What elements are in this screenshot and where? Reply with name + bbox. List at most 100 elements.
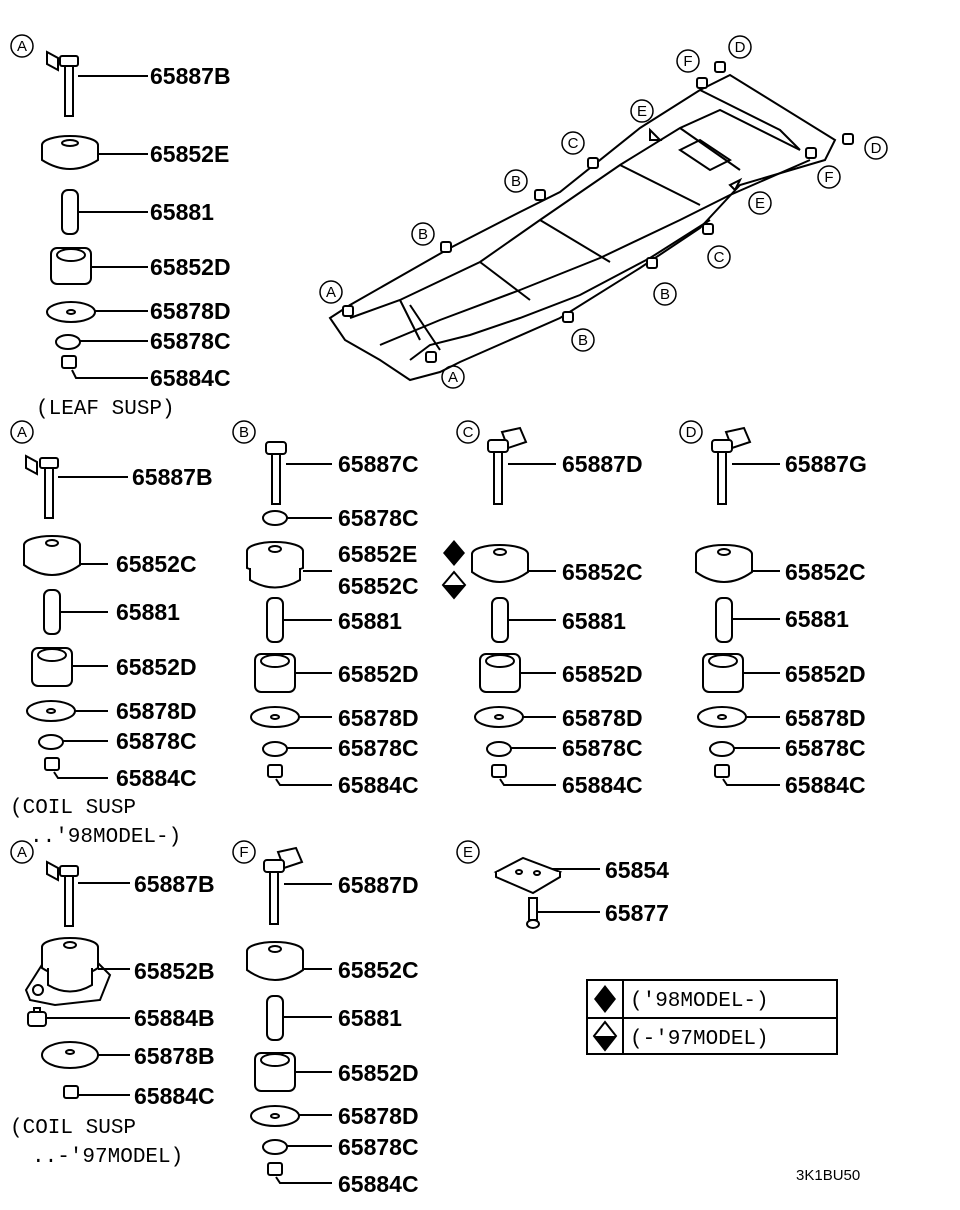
part-65887C: 65887C bbox=[338, 451, 419, 477]
svg-text:F: F bbox=[683, 53, 692, 70]
section-bot-f: F 65887D 65852C 65881 bbox=[232, 840, 419, 1197]
open-diamond-icon bbox=[592, 1020, 618, 1052]
svg-text:A: A bbox=[17, 38, 27, 55]
nut-icon bbox=[61, 355, 77, 369]
part-65878C: 65878C bbox=[338, 505, 419, 531]
part-65887B: 65887B bbox=[150, 63, 231, 89]
solid-diamond-icon bbox=[443, 540, 465, 566]
frame-marker-a-left: A bbox=[319, 280, 343, 304]
lower-cushion-icon bbox=[31, 647, 73, 687]
part-65852D: 65852D bbox=[785, 661, 866, 687]
part-65878D: 65878D bbox=[785, 705, 866, 731]
part-65878D: 65878D bbox=[338, 705, 419, 731]
part-65884C: 65884C bbox=[562, 772, 643, 798]
part-65881: 65881 bbox=[338, 608, 402, 634]
caption-coil-susp: (COIL SUSP bbox=[10, 1117, 136, 1140]
part-65877: 65877 bbox=[605, 900, 669, 926]
part-65884C: 65884C bbox=[338, 772, 419, 798]
section-mid-c: C 65887D 65852C 65881 bbox=[456, 420, 643, 798]
bolt-icon bbox=[263, 846, 304, 925]
small-washer-icon bbox=[709, 741, 735, 757]
svg-text:C: C bbox=[463, 424, 474, 441]
bolt-icon bbox=[711, 426, 752, 505]
svg-text:E: E bbox=[463, 844, 473, 861]
part-65852D: 65852D bbox=[338, 661, 419, 687]
svg-text:F: F bbox=[824, 169, 833, 186]
part-65852C: 65852C bbox=[785, 559, 866, 585]
cushion-icon bbox=[471, 544, 529, 583]
svg-text:B: B bbox=[578, 332, 588, 349]
reference-code: 3K1BU50 bbox=[796, 1167, 860, 1184]
small-washer-icon bbox=[262, 1139, 288, 1155]
part-65878D: 65878D bbox=[338, 1103, 419, 1129]
section-marker: A bbox=[10, 840, 34, 864]
chassis-frame bbox=[328, 73, 837, 382]
nut-icon bbox=[491, 764, 507, 778]
svg-text:F: F bbox=[239, 844, 248, 861]
lower-cushion-icon bbox=[254, 1052, 296, 1092]
part-65878C: 65878C bbox=[785, 735, 866, 761]
collar-icon bbox=[715, 597, 733, 643]
part-65852D: 65852D bbox=[338, 1060, 419, 1086]
cushion-icon bbox=[23, 535, 81, 576]
svg-text:D: D bbox=[735, 39, 746, 56]
svg-text:A: A bbox=[448, 369, 458, 386]
section-marker: D bbox=[679, 420, 703, 444]
legend: ('98MODEL-) (-'97MODEL) bbox=[586, 979, 838, 1055]
plate-icon bbox=[493, 856, 563, 895]
section-mid-d: D 65887G 65852C 65881 bbox=[679, 420, 867, 798]
collar-icon bbox=[491, 597, 509, 643]
svg-text:D: D bbox=[871, 140, 882, 157]
frame-marker-f-right: F bbox=[817, 165, 841, 189]
frame-marker-c-right: C bbox=[707, 245, 731, 269]
part-65852C: 65852C bbox=[116, 551, 197, 577]
cushion-icon bbox=[41, 135, 99, 170]
part-65881: 65881 bbox=[338, 1005, 402, 1031]
part-65881: 65881 bbox=[562, 608, 626, 634]
part-65887D: 65887D bbox=[338, 872, 419, 898]
part-65878C: 65878C bbox=[338, 1134, 419, 1160]
svg-text:D: D bbox=[686, 424, 697, 441]
lower-cushion-icon bbox=[254, 653, 296, 693]
section-mid-a: A 65887B 65852C 65881 bbox=[10, 420, 213, 849]
lower-cushion-icon bbox=[702, 653, 744, 693]
washer-icon bbox=[26, 700, 76, 722]
part-65854: 65854 bbox=[605, 857, 669, 883]
washer-icon bbox=[250, 1105, 300, 1127]
bolt-icon bbox=[265, 441, 287, 505]
section-marker: E bbox=[456, 840, 480, 864]
svg-text:E: E bbox=[755, 195, 765, 212]
screw-icon bbox=[526, 897, 540, 929]
part-65884B: 65884B bbox=[134, 1005, 215, 1031]
part-65878D: 65878D bbox=[116, 698, 197, 724]
lower-cushion-icon bbox=[479, 653, 521, 693]
section-bot-a: A 65887B 65852B 65884B 65878B 65884C bbox=[10, 840, 215, 1169]
nut-icon bbox=[44, 757, 60, 771]
part-65852B: 65852B bbox=[134, 958, 215, 984]
svg-text:B: B bbox=[511, 173, 521, 190]
collar-icon bbox=[43, 589, 61, 635]
section-marker: A bbox=[10, 34, 34, 58]
part-65852C-97: 65852C bbox=[338, 573, 419, 599]
small-washer-icon bbox=[486, 741, 512, 757]
frame-bushings bbox=[342, 61, 854, 363]
part-65852E: 65852E bbox=[150, 141, 229, 167]
legend-97-model: (-'97MODEL) bbox=[630, 1028, 769, 1051]
part-65884C: 65884C bbox=[150, 365, 231, 391]
nut-icon bbox=[267, 764, 283, 778]
part-65887B: 65887B bbox=[132, 464, 213, 490]
frame-markers: D F E C B B A A D F E C B B bbox=[319, 35, 888, 389]
solid-diamond-icon bbox=[594, 985, 616, 1013]
bolt-b-icon bbox=[27, 1007, 47, 1027]
frame-marker-b-right2: B bbox=[571, 328, 595, 352]
nut-icon bbox=[267, 1162, 283, 1176]
part-65852E-98: 65852E bbox=[338, 541, 417, 567]
section-bot-e: E 65854 65877 bbox=[456, 840, 669, 929]
collar-icon bbox=[266, 995, 284, 1041]
small-washer-icon bbox=[262, 741, 288, 757]
section-mid-b: B 65887C 65878C bbox=[232, 420, 467, 798]
section-marker: F bbox=[232, 840, 256, 864]
caption-98-model: ..'98MODEL-) bbox=[30, 826, 181, 849]
svg-text:C: C bbox=[568, 135, 579, 152]
